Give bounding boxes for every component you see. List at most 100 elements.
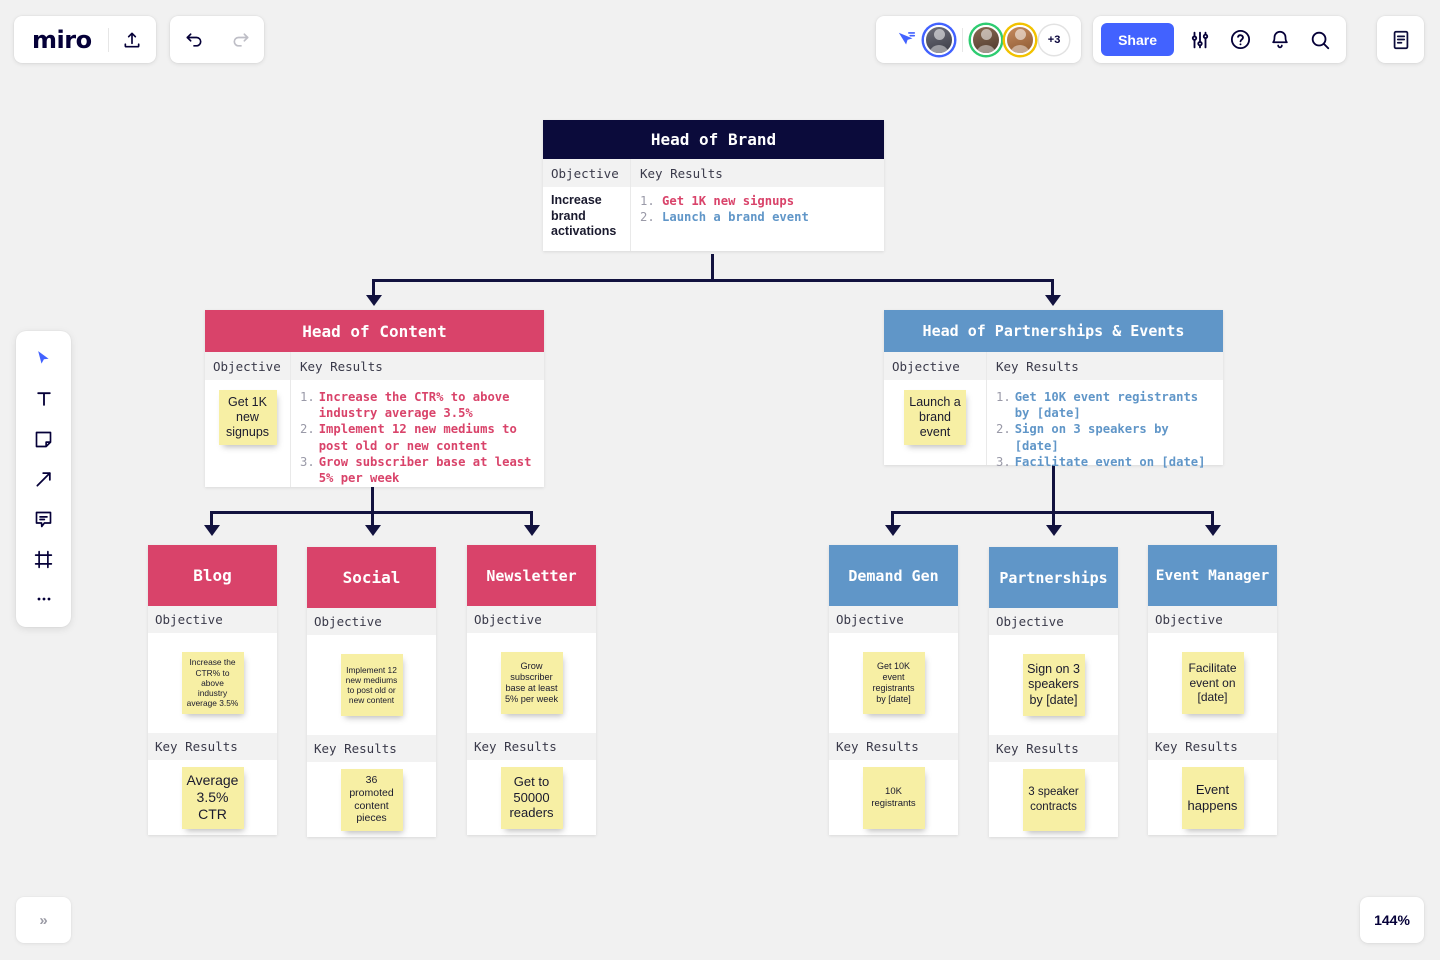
card-title: Head of Partnerships & Events	[884, 310, 1223, 352]
sticky-note-objective[interactable]: Get 10K event registrants by [date]	[862, 652, 925, 714]
key-results-header: Key Results	[307, 735, 436, 762]
avatar-group: +3	[971, 24, 1070, 55]
upload-icon[interactable]	[109, 16, 156, 63]
connector-brand-to-partnerships	[1051, 279, 1054, 300]
card-newsletter[interactable]: Newsletter Objective Grow subscriber bas…	[467, 545, 596, 835]
kr-number: 1.	[996, 390, 1011, 404]
sticky-note-key-result[interactable]: 3 speaker contracts	[1022, 768, 1085, 831]
comment-tool[interactable]	[24, 499, 64, 539]
text-tool[interactable]	[24, 379, 64, 419]
card-head-of-brand[interactable]: Head of Brand Objective Key Results Incr…	[543, 120, 884, 251]
sticky-note-key-result[interactable]: Event happens	[1181, 766, 1244, 829]
key-results-header: Key Results	[989, 735, 1118, 762]
sticky-note-key-result[interactable]: Get to 50000 readers	[500, 766, 563, 829]
key-result-item: 2. Launch a brand event	[640, 209, 884, 225]
objective-cell: Sign on 3 speakers by [date]	[989, 635, 1118, 735]
key-result-cell: Get to 50000 readers	[467, 760, 596, 835]
card-blog[interactable]: Blog Objective Increase the CTR% to abov…	[148, 545, 277, 835]
divider	[290, 380, 291, 487]
card-title: Demand Gen	[829, 545, 958, 606]
arrow-tool[interactable]	[24, 459, 64, 499]
card-social[interactable]: Social Objective Implement 12 new medium…	[307, 547, 436, 837]
card-column-headers: Objective Key Results	[543, 159, 884, 187]
actions-pill: Share	[1093, 16, 1346, 63]
arrowhead-blog	[204, 525, 220, 536]
sticky-note-key-result[interactable]: 10K registrants	[862, 766, 925, 829]
sticky-note-tool[interactable]	[24, 419, 64, 459]
redo-icon[interactable]	[217, 16, 264, 63]
card-head-of-partnerships-events[interactable]: Head of Partnerships & Events Objective …	[884, 310, 1223, 469]
key-result-cell: 3 speaker contracts	[989, 762, 1118, 837]
kr-text: Get 1K new signups	[662, 194, 795, 208]
more-tools[interactable]	[24, 579, 64, 619]
sticky-note-key-result[interactable]: Average 3.5% CTR	[181, 766, 244, 829]
avatar-overflow-count[interactable]: +3	[1039, 24, 1070, 55]
search-icon[interactable]	[1300, 16, 1340, 63]
divider	[630, 159, 631, 187]
notes-panel-icon[interactable]	[1377, 16, 1424, 63]
connector-content-to-blog	[210, 511, 213, 529]
sticky-note-objective[interactable]: Increase the CTR% to above industry aver…	[181, 652, 244, 714]
card-title: Head of Brand	[543, 120, 884, 159]
card-column-headers: Objective Key Results	[884, 352, 1223, 380]
cursor-share-icon[interactable]	[890, 16, 924, 63]
miro-logo[interactable]: miro	[32, 25, 92, 54]
key-result-cell: Average 3.5% CTR	[148, 760, 277, 835]
help-circle-icon[interactable]	[1220, 16, 1260, 63]
divider	[986, 380, 987, 465]
card-title: Event Manager	[1148, 545, 1277, 606]
kr-text: Launch a brand event	[662, 210, 809, 225]
card-demand-gen[interactable]: Demand Gen Objective Get 10K event regis…	[829, 545, 958, 835]
key-result-item: 2.Implement 12 new mediums to post old o…	[300, 421, 538, 453]
sticky-note-objective[interactable]: Get 1K new signups	[218, 390, 277, 445]
card-body: Launch a brand event 1.Get 10K event reg…	[884, 380, 1223, 469]
avatar-self[interactable]	[924, 24, 955, 55]
arrowhead-demand-gen	[885, 525, 901, 536]
connector-brand-horizontal	[372, 279, 1054, 282]
sliders-icon[interactable]	[1180, 16, 1220, 63]
sticky-note-objective[interactable]: Facilitate event on [date]	[1181, 652, 1244, 714]
card-title: Social	[307, 547, 436, 608]
key-results-header: Key Results	[148, 733, 277, 760]
share-button[interactable]: Share	[1101, 23, 1174, 56]
left-tool-palette	[16, 331, 71, 627]
key-results-header: Key Results	[631, 159, 884, 187]
kr-text: Facilitate event on [date]	[1014, 454, 1206, 469]
objective-header: Objective	[1148, 606, 1277, 633]
objective-cell: Implement 12 new mediums to post old or …	[307, 635, 436, 735]
key-results-header: Key Results	[987, 352, 1223, 380]
card-head-of-content[interactable]: Head of Content Objective Key Results Ge…	[205, 310, 544, 487]
key-result-item: 3.Grow subscriber base at least 5% per w…	[300, 454, 538, 486]
zoom-level-indicator[interactable]: 144%	[1360, 897, 1424, 943]
sticky-note-objective[interactable]: Sign on 3 speakers by [date]	[1022, 654, 1085, 716]
card-partnerships[interactable]: Partnerships Objective Sign on 3 speaker…	[989, 547, 1118, 837]
divider	[986, 352, 987, 380]
objective-value: Increase brand activations	[551, 193, 617, 239]
expand-panel-button[interactable]: »	[16, 897, 71, 943]
objective-header: Objective	[989, 608, 1118, 635]
frame-tool[interactable]	[24, 539, 64, 579]
avatar-collaborator-1[interactable]	[971, 24, 1002, 55]
objective-cell: Get 1K new signups	[205, 380, 290, 487]
sticky-note-objective[interactable]: Implement 12 new mediums to post old or …	[340, 654, 403, 716]
kr-number: 1.	[640, 194, 655, 208]
key-result-item: 1.Increase the CTR% to above industry av…	[300, 389, 538, 421]
connector-brand-trunk	[711, 254, 714, 281]
sticky-note-key-result[interactable]: 36 promoted content pieces	[340, 768, 403, 831]
sticky-note-objective[interactable]: Grow subscriber base at least 5% per wee…	[500, 652, 563, 714]
key-result-item: 3.Facilitate event on [date]	[996, 454, 1217, 470]
card-body: Get 1K new signups 1.Increase the CTR% t…	[205, 380, 544, 487]
connector-partnerships-to-eventmgr	[1211, 511, 1214, 529]
connector-partnerships-trunk	[1052, 464, 1055, 513]
card-column-headers: Objective Key Results	[205, 352, 544, 380]
objective-header: Objective	[307, 608, 436, 635]
card-event-manager[interactable]: Event Manager Objective Facilitate event…	[1148, 545, 1277, 835]
sticky-note-objective[interactable]: Launch a brand event	[904, 390, 966, 445]
undo-icon[interactable]	[170, 16, 217, 63]
kr-number: 2.	[640, 210, 655, 225]
avatar-collaborator-2[interactable]	[1005, 24, 1036, 55]
objective-header: Objective	[205, 352, 290, 380]
bell-icon[interactable]	[1260, 16, 1300, 63]
select-tool[interactable]	[24, 339, 64, 379]
